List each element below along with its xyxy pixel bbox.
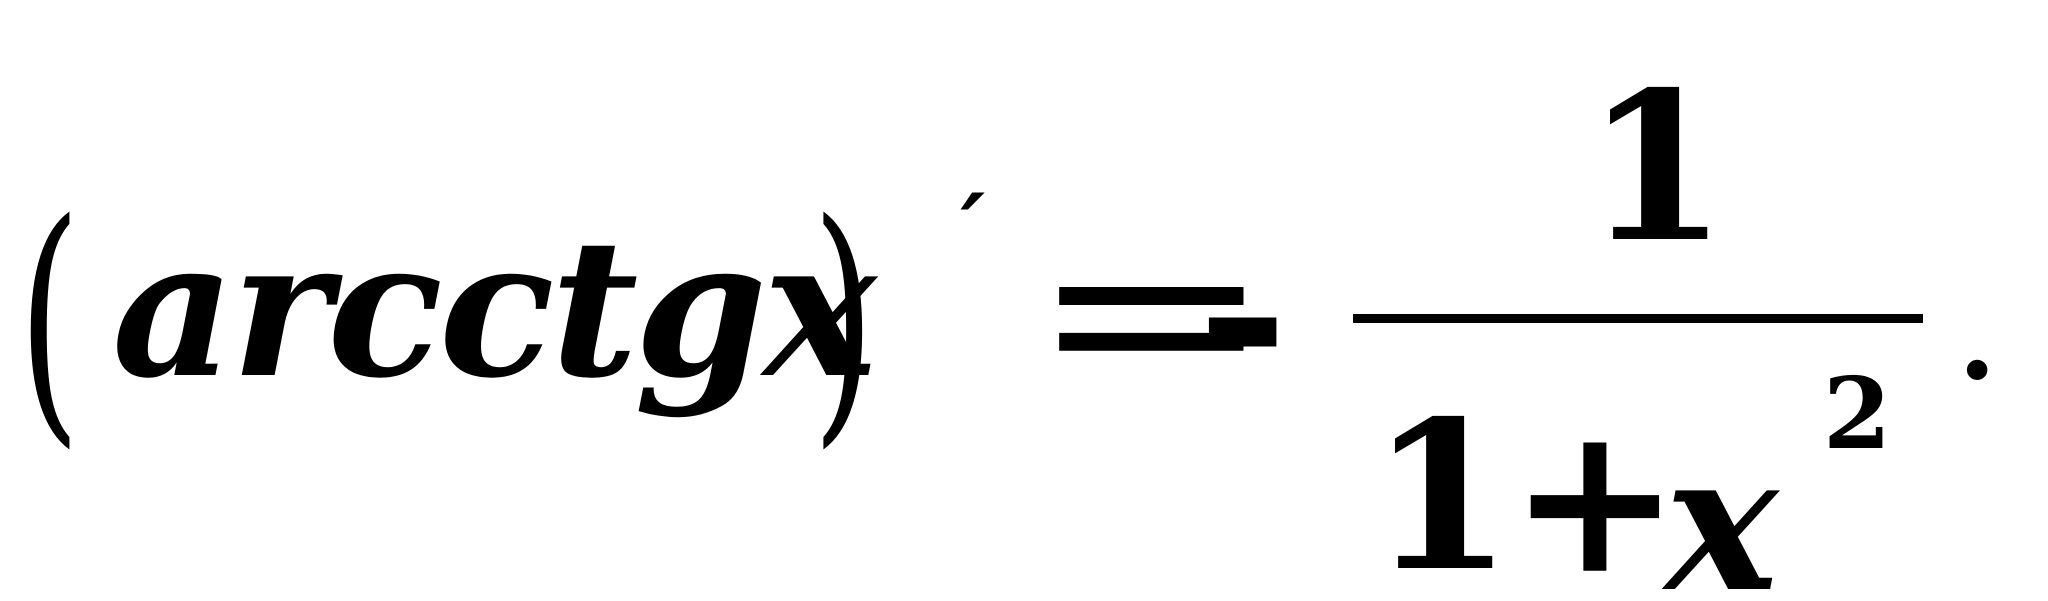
fraction-numerator: 1 [1585,48,1728,288]
terminal-dot: · [1958,305,1997,434]
inverse-cotangent-function: arcctgx [112,197,876,420]
equals-sign: = [1028,179,1275,446]
fraction-bar [1353,314,1923,323]
denominator-variable: x [1665,411,1779,601]
denominator-exponent: 2 [1823,357,1892,472]
right-parenthesis: ) [812,169,875,471]
denominator-one: 1 [1370,377,1513,601]
derivative-prime-mark: ´ [945,180,991,288]
left-parenthesis: ( [18,169,81,471]
negative-sign: - [1197,184,1289,443]
denominator-plus-sign: + [1509,380,1681,601]
